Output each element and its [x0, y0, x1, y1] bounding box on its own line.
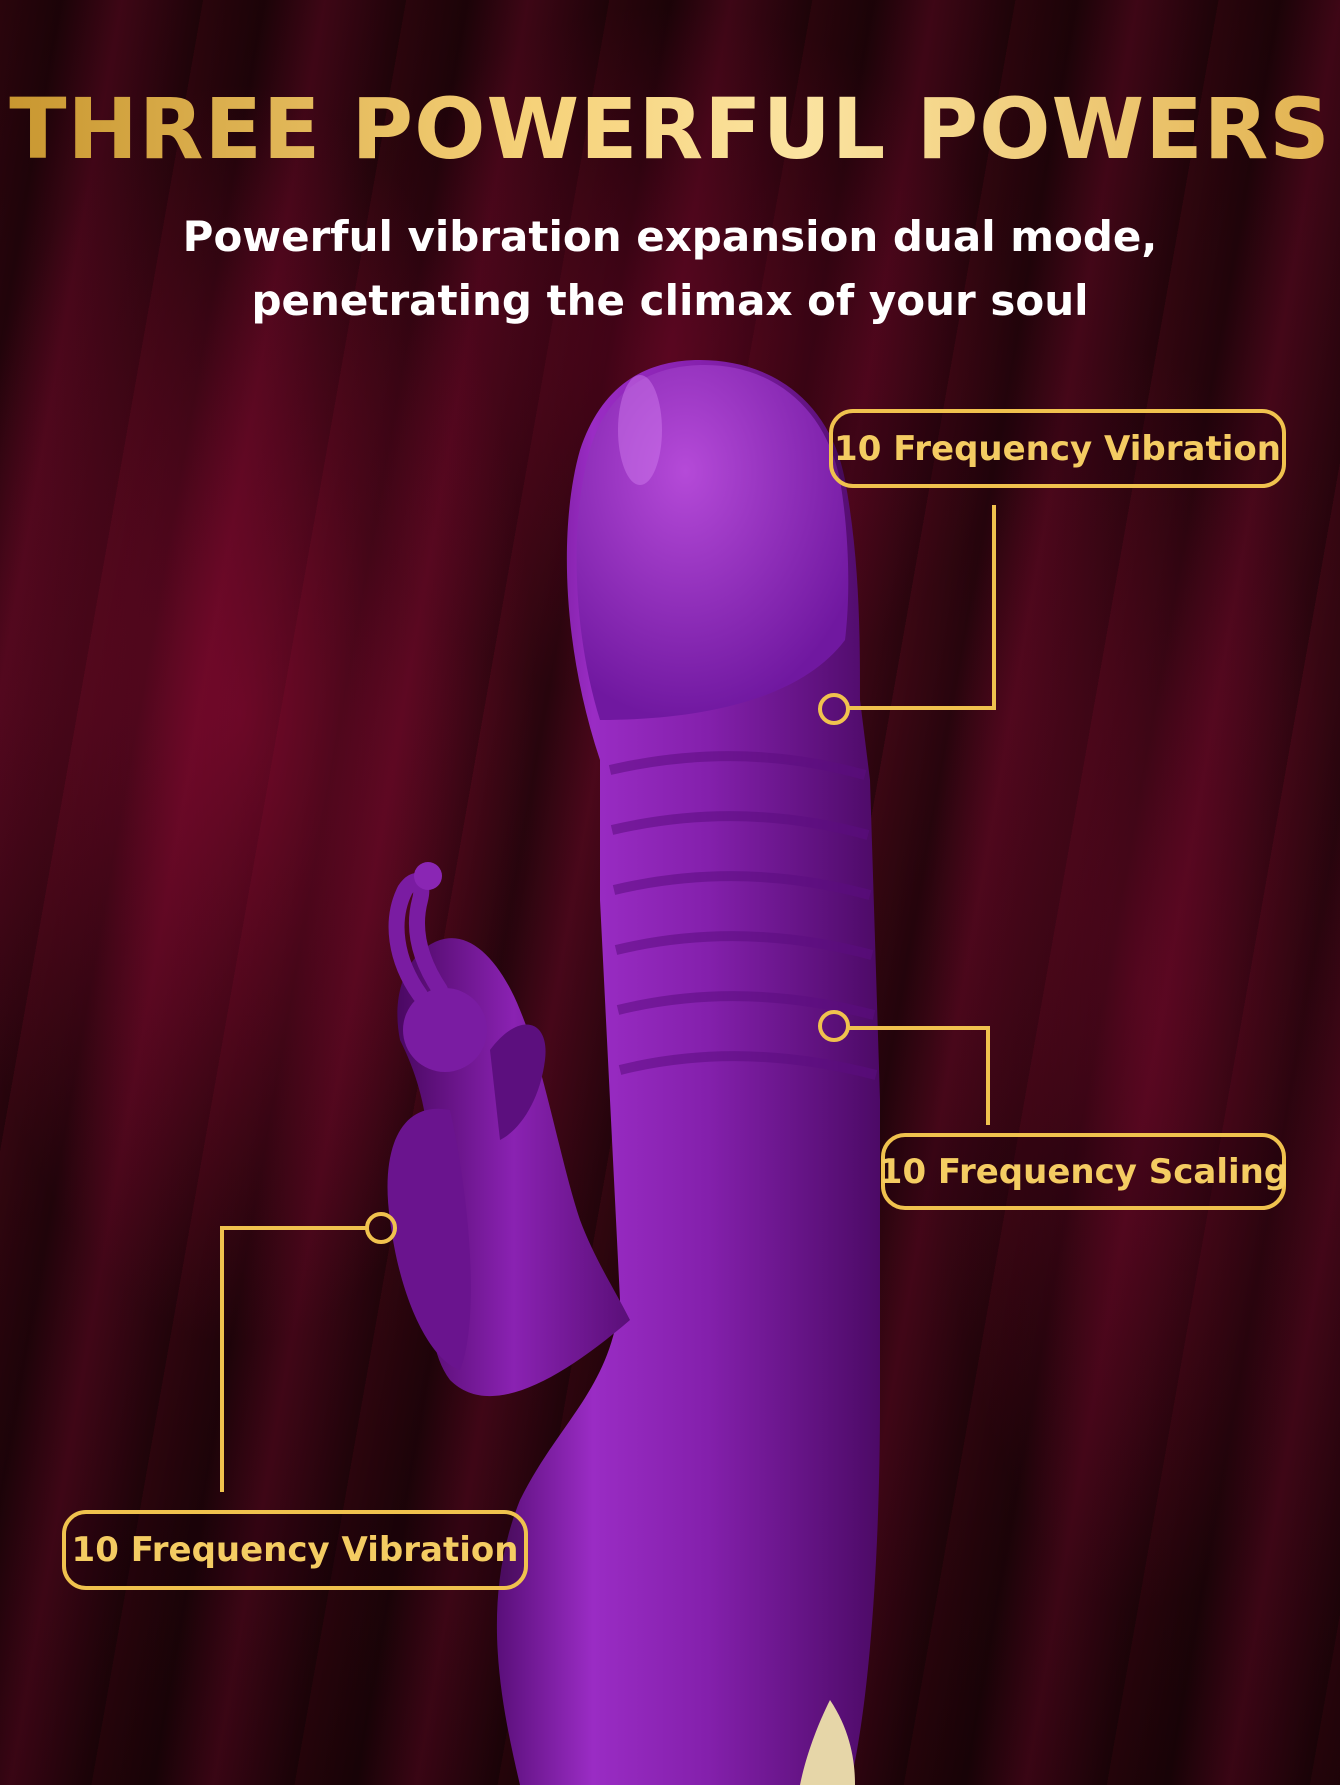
callout-box-3: 10 Frequency Vibration — [62, 1510, 528, 1590]
subtitle-line-2: penetrating the climax of your soul — [251, 276, 1089, 325]
product-antenna — [388, 873, 448, 1003]
product-highlight — [618, 375, 662, 485]
product-wing — [387, 1108, 471, 1370]
product-base-ring — [800, 1700, 855, 1785]
subtitle-line-1: Powerful vibration expansion dual mode, — [182, 212, 1158, 261]
product-ribs — [608, 751, 878, 1080]
product-wing-back — [490, 1024, 546, 1140]
page-title: THREE POWERFUL POWERS — [0, 80, 1340, 178]
product-butterfly-head — [403, 988, 487, 1072]
callout-label-1: 10 Frequency Vibration — [834, 428, 1281, 469]
callout-label-2: 10 Frequency Scaling — [878, 1151, 1289, 1192]
callout-box-2: 10 Frequency Scaling — [878, 1133, 1289, 1210]
product-antenna-tip — [414, 862, 442, 890]
callout-label-3: 10 Frequency Vibration — [71, 1530, 519, 1570]
product-shaft — [496, 360, 880, 1785]
product-tip — [576, 365, 849, 720]
subtitle: Powerful vibration expansion dual mode, … — [0, 205, 1340, 333]
callout-box-1: 10 Frequency Vibration — [829, 409, 1286, 488]
